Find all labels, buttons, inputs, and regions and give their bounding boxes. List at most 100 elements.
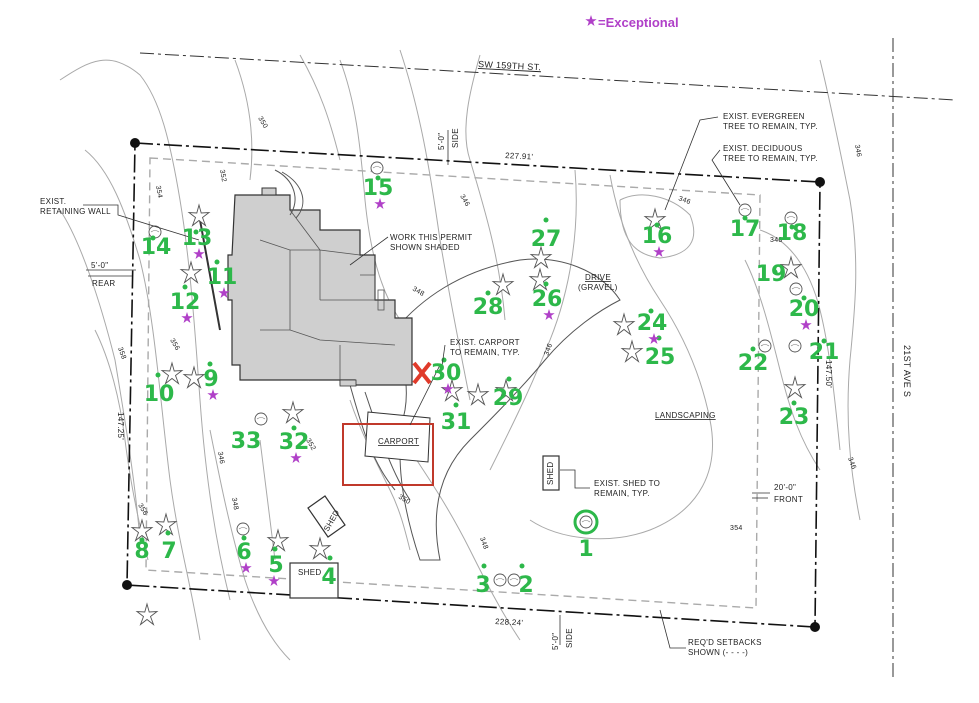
top-length-label: 227.91' [505, 151, 534, 161]
retaining-wall [199, 219, 221, 331]
contour-label: 354 [154, 185, 163, 199]
shed-upper: SHED [542, 455, 560, 491]
right-length-label: 147.50' [824, 360, 833, 388]
contour-label: 356 [168, 338, 180, 352]
contour-label: 346 [458, 194, 470, 208]
legend: =Exceptional [585, 15, 679, 30]
side-bottom-label: SIDE [565, 628, 574, 648]
leader-lines [83, 116, 770, 649]
shed-note-1: EXIST. SHED TO [594, 479, 660, 488]
contour-label: 348 [411, 286, 425, 298]
tree-number: 27 [531, 227, 562, 252]
tree-number: 10 [144, 382, 175, 407]
contour-label: 354 [730, 525, 743, 532]
landscaping-label: LANDSCAPING [655, 411, 716, 420]
contour-label: 348 [478, 536, 489, 550]
contour-labels: 350 354 352 346 348 356 358 346 352 346 … [116, 116, 862, 551]
gravel-label: (GRAVEL) [578, 283, 618, 292]
shed-note-2: REMAIN, TYP. [594, 489, 650, 498]
tree-number: 2 [518, 573, 533, 598]
setback-line [145, 157, 761, 609]
tree-number: 7 [161, 539, 176, 564]
property-line [122, 138, 825, 632]
deciduous-label-2: TREE TO REMAIN, TYP. [723, 154, 818, 163]
exceptional-star-icon [585, 15, 597, 26]
tree-number: 16 [642, 224, 673, 249]
street-right-label: 21ST AVE S [902, 345, 912, 397]
work-permit-label-2: SHOWN SHADED [390, 243, 460, 252]
tree-number: 20 [789, 297, 820, 322]
carport-note-2: TO REMAIN, TYP. [450, 348, 520, 357]
tree-number: 28 [473, 295, 504, 320]
tree-number: 21 [809, 340, 840, 365]
front-dim-label: 20'-0" [774, 483, 796, 492]
tree-number: 15 [363, 176, 394, 201]
side-bottom-dim: 5'-0" [551, 633, 560, 650]
rear-dim-label: 5'-0" [91, 261, 108, 270]
rear-label: REAR [92, 279, 115, 288]
contour-lines [59, 49, 861, 661]
contour-label: 346 [543, 342, 554, 356]
contour-label: 346 [853, 144, 862, 158]
street-lines [139, 38, 956, 680]
evergreen-label-1: EXIST. EVERGREEN [723, 112, 805, 121]
retaining-wall-label-1: EXIST. [40, 197, 66, 206]
tree-number: 3 [475, 573, 490, 598]
tree-number: 19 [756, 262, 787, 287]
drive-label: DRIVE [585, 273, 611, 282]
tree-number: 24 [637, 311, 668, 336]
shed-mid: SHED [307, 495, 346, 538]
setbacks-label-1: REQ'D SETBACKS [688, 638, 762, 647]
tree-number: 33 [231, 429, 262, 454]
tree-number: 30 [431, 361, 462, 386]
tree-number: 12 [170, 290, 201, 315]
tree-number: 9 [203, 367, 218, 392]
shed-label-lower: SHED [298, 568, 321, 577]
tree-number: 6 [236, 540, 251, 565]
contour-label: 350 [397, 494, 411, 506]
front-label: FRONT [774, 495, 803, 504]
carport-label: CARPORT [378, 437, 419, 446]
contour-label: 350 [256, 116, 268, 130]
tree-symbols [131, 161, 806, 625]
tree-number: 4 [321, 565, 336, 590]
setbacks-label-2: SHOWN (- - - -) [688, 648, 748, 657]
contour-label: 348 [230, 497, 239, 511]
contour-label: 358 [116, 346, 127, 360]
tree-number: 26 [532, 287, 563, 312]
street-top-label: SW 159TH ST. [478, 59, 542, 72]
retaining-wall-label-2: RETAINING WALL [40, 207, 111, 216]
bottom-length-label: 228.24' [495, 617, 524, 627]
annotations: SW 159TH ST. 21ST AVE S EXIST. RETAINING… [40, 59, 912, 657]
left-length-label: 147.25' [116, 412, 125, 440]
carport: CARPORT [342, 411, 434, 486]
tree-number: 22 [738, 351, 769, 376]
tree-number: 11 [207, 265, 238, 290]
side-top-dim: 5'-0" [437, 133, 446, 150]
contour-label: 346 [216, 451, 225, 465]
tree-number: 32 [279, 430, 310, 455]
tree-number: 31 [441, 410, 472, 435]
tree-number: 18 [777, 221, 808, 246]
tree-number: 1 [578, 537, 593, 562]
tree-number: 17 [730, 217, 761, 242]
shed-lower: SHED [289, 562, 339, 599]
tree-number: 29 [493, 386, 524, 411]
tree-dots [139, 175, 827, 569]
tree-number: 8 [134, 539, 149, 564]
tree-number: 5 [268, 553, 283, 578]
removal-x-icon [412, 361, 432, 385]
side-top-label: SIDE [451, 128, 460, 148]
contour-label: 352 [218, 169, 227, 183]
tree-number: 13 [182, 226, 213, 251]
carport-note-1: EXIST. CARPORT [450, 338, 520, 347]
tree-number: 25 [645, 345, 676, 370]
house [227, 169, 413, 387]
tree-number: 14 [141, 235, 172, 260]
shed-label-upper: SHED [546, 462, 555, 485]
evergreen-label-2: TREE TO REMAIN, TYP. [723, 122, 818, 131]
contour-label: 346 [846, 456, 857, 470]
deciduous-label-1: EXIST. DECIDUOUS [723, 144, 802, 153]
